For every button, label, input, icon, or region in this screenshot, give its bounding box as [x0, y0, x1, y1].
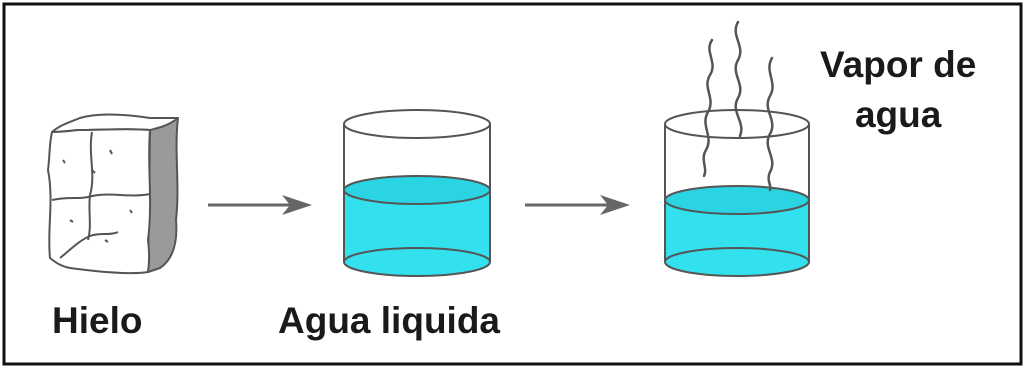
ice-cube-side — [147, 117, 179, 273]
beaker-vapor — [664, 109, 810, 277]
label-vapor-line1: Vapor de — [820, 44, 977, 85]
label-liquid-water: Agua liquida — [278, 300, 500, 341]
ice-cube-front — [47, 128, 152, 275]
beaker-liquid — [343, 109, 491, 277]
arrow-liquid-to-vapor — [525, 195, 630, 215]
arrow-ice-to-liquid — [208, 195, 312, 215]
label-ice: Hielo — [52, 300, 143, 341]
label-vapor-line2: agua — [854, 94, 942, 135]
arrow-head — [600, 195, 630, 215]
steam-lines — [702, 20, 774, 192]
ice-cube — [47, 113, 179, 275]
arrow-head — [282, 195, 312, 215]
label-water-vapor: Vapor de agua — [820, 40, 976, 140]
